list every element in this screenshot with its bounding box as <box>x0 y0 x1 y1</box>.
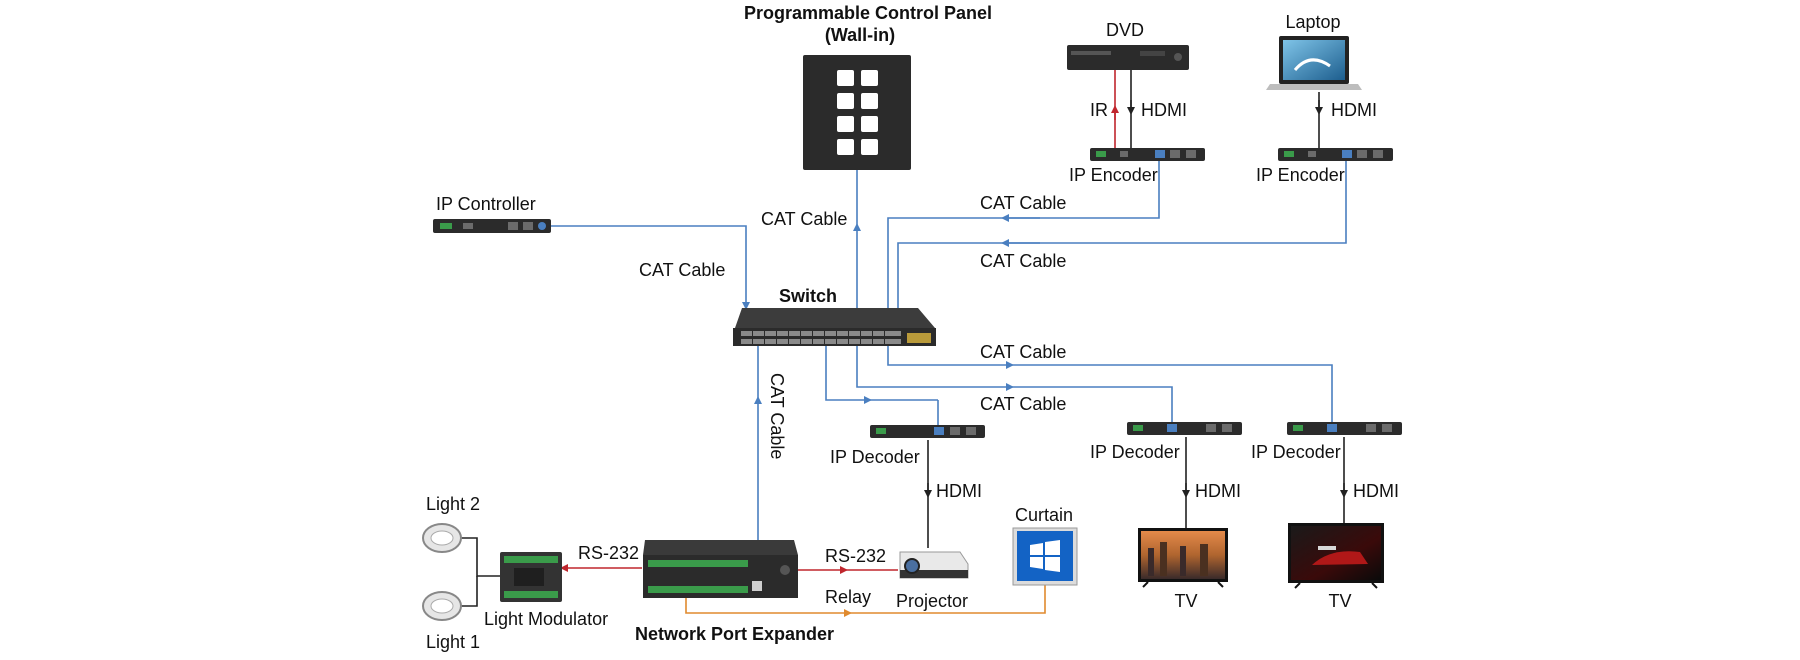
relay-label: Relay <box>825 587 871 607</box>
ir-label: IR <box>1090 100 1108 120</box>
rs232-label-projector: RS-232 <box>825 546 886 566</box>
tv-2 <box>1288 523 1384 589</box>
ip-decoder-3 <box>1287 422 1402 435</box>
relay-curtain <box>685 598 852 617</box>
control-panel-title: Programmable Control Panel <box>744 3 992 23</box>
control-panel-buttons[interactable] <box>837 70 878 155</box>
ip-encoder-laptop <box>1278 148 1393 161</box>
hdmi-label-decoder-2: HDMI <box>1195 481 1241 501</box>
projector-label: Projector <box>896 591 968 611</box>
light-2-label: Light 2 <box>426 494 480 514</box>
tv-2-label: TV <box>1328 591 1351 611</box>
light-modulator-label: Light Modulator <box>484 609 608 629</box>
network-port-expander-label: Network Port Expander <box>635 624 834 644</box>
ip-decoder-1-label: IP Decoder <box>830 447 920 467</box>
light-1-label: Light 1 <box>426 632 480 652</box>
cat-cable-label-expander: CAT Cable <box>767 373 787 459</box>
control-panel <box>803 55 911 170</box>
ip-decoder-3-label: IP Decoder <box>1251 442 1341 462</box>
ip-decoder-1 <box>870 425 985 438</box>
tv-1-label: TV <box>1174 591 1197 611</box>
hdmi-label-decoder-1: HDMI <box>936 481 982 501</box>
cat-cable-decoder-2 <box>856 345 1014 391</box>
cat-cable-label-control: CAT Cable <box>761 209 847 229</box>
switch-label: Switch <box>779 286 837 306</box>
rs232-label-light: RS-232 <box>578 543 639 563</box>
ip-decoder-2-label: IP Decoder <box>1090 442 1180 462</box>
network-port-expander <box>643 540 798 598</box>
cat-cable-encoder-laptop <box>897 160 1347 308</box>
dvd-player <box>1067 45 1189 70</box>
light-1-wire <box>458 576 478 607</box>
cat-cable-label-decoder-3: CAT Cable <box>980 342 1066 362</box>
cat-cable-label-encoder-dvd: CAT Cable <box>980 193 1066 213</box>
labels: Programmable Control Panel (Wall-in) DVD… <box>426 3 1399 652</box>
ip-encoder-laptop-label: IP Encoder <box>1256 165 1345 185</box>
ip-encoder-dvd-label: IP Encoder <box>1069 165 1158 185</box>
wires <box>458 70 1348 617</box>
ip-encoder-dvd <box>1090 148 1205 161</box>
hdmi-label-dvd: HDMI <box>1141 100 1187 120</box>
cat-cable-label-decoder-2: CAT Cable <box>980 394 1066 414</box>
tv-1 <box>1138 528 1228 588</box>
light-2-wire <box>458 537 500 577</box>
cat-cable-decoder-3 <box>887 345 1014 369</box>
network-switch <box>733 308 936 346</box>
hdmi-label-decoder-3: HDMI <box>1353 481 1399 501</box>
laptop-label: Laptop <box>1285 12 1340 32</box>
light-1 <box>422 591 462 621</box>
cat-cable-ip-controller <box>478 225 750 310</box>
control-panel-subtitle: (Wall-in) <box>825 25 895 45</box>
curtain <box>1012 527 1078 586</box>
ip-decoder-2 <box>1127 422 1242 435</box>
cat-cable-decoder-2-end <box>1012 386 1173 422</box>
hdmi-label-laptop: HDMI <box>1331 100 1377 120</box>
cat-cable-label-controller: CAT Cable <box>639 260 725 280</box>
light-modulator <box>500 552 562 602</box>
dvd-label: DVD <box>1106 20 1144 40</box>
projector <box>899 551 969 579</box>
laptop <box>1266 36 1362 90</box>
relay-curtain-end <box>850 585 1046 614</box>
cat-cable-decoder-1 <box>825 345 872 404</box>
cat-cable-decoder-3-end <box>1012 364 1333 422</box>
light-2 <box>422 523 462 553</box>
cat-cable-label-encoder-laptop: CAT Cable <box>980 251 1066 271</box>
ip-controller-label: IP Controller <box>436 194 536 214</box>
ip-controller <box>433 219 551 233</box>
curtain-label: Curtain <box>1015 505 1073 525</box>
